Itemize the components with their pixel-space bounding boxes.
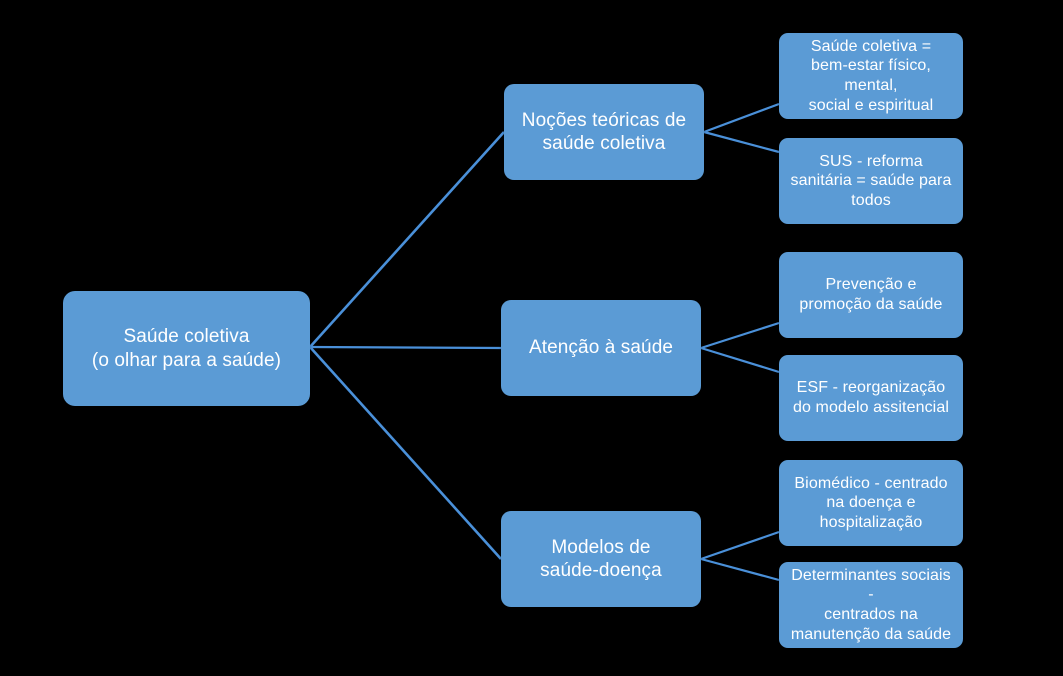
- node-modelos-saude-doenca[interactable]: Modelos de saúde-doença: [501, 511, 701, 607]
- edge-nocoes-to-def: [703, 102, 780, 134]
- node-determinantes-sociais[interactable]: Determinantes sociais - centrados na man…: [779, 562, 963, 648]
- node-modelos-saude-doenca-label: Modelos de saúde-doença: [540, 536, 662, 581]
- node-root-label: Saúde coletiva (o olhar para a saúde): [91, 326, 282, 371]
- node-root[interactable]: Saúde coletiva (o olhar para a saúde): [63, 291, 310, 406]
- node-esf-reorganizacao-label: ESF - reorganização do modelo assitencia…: [793, 379, 949, 416]
- node-nocoes-teoricas-label: Noções teóricas de saúde coletiva: [521, 109, 687, 154]
- edge-root-to-nocoes: [309, 131, 505, 348]
- node-determinantes-sociais-label: Determinantes sociais - centrados na man…: [790, 566, 952, 643]
- node-saude-coletiva-def[interactable]: Saúde coletiva = bem-estar físico, menta…: [779, 33, 963, 119]
- node-nocoes-teoricas[interactable]: Noções teóricas de saúde coletiva: [504, 84, 704, 180]
- node-saude-coletiva-def-label: Saúde coletiva = bem-estar físico, menta…: [808, 37, 934, 114]
- edge-atencao-to-prevencao: [700, 321, 780, 350]
- node-sus-reforma[interactable]: SUS - reforma sanitária = saúde para tod…: [779, 138, 963, 224]
- node-biomedico[interactable]: Biomédico - centrado na doença e hospita…: [779, 460, 963, 546]
- node-prevencao-promocao[interactable]: Prevenção e promoção da saúde: [779, 252, 963, 338]
- node-esf-reorganizacao[interactable]: ESF - reorganização do modelo assitencia…: [779, 355, 963, 441]
- node-sus-reforma-label: SUS - reforma sanitária = saúde para tod…: [790, 152, 952, 209]
- edge-modelos-to-determinantes: [700, 557, 780, 582]
- edge-root-to-atencao: [309, 345, 502, 350]
- node-atencao-saude[interactable]: Atenção à saúde: [501, 300, 701, 396]
- edge-nocoes-to-sus: [703, 130, 780, 154]
- node-prevencao-promocao-label: Prevenção e promoção da saúde: [799, 276, 943, 313]
- node-biomedico-label: Biomédico - centrado na doença e hospita…: [794, 474, 948, 531]
- edge-root-to-modelos: [309, 346, 502, 560]
- edge-atencao-to-esf: [700, 346, 780, 374]
- node-atencao-saude-label: Atenção à saúde: [528, 337, 674, 359]
- edge-modelos-to-biomedico: [700, 530, 780, 561]
